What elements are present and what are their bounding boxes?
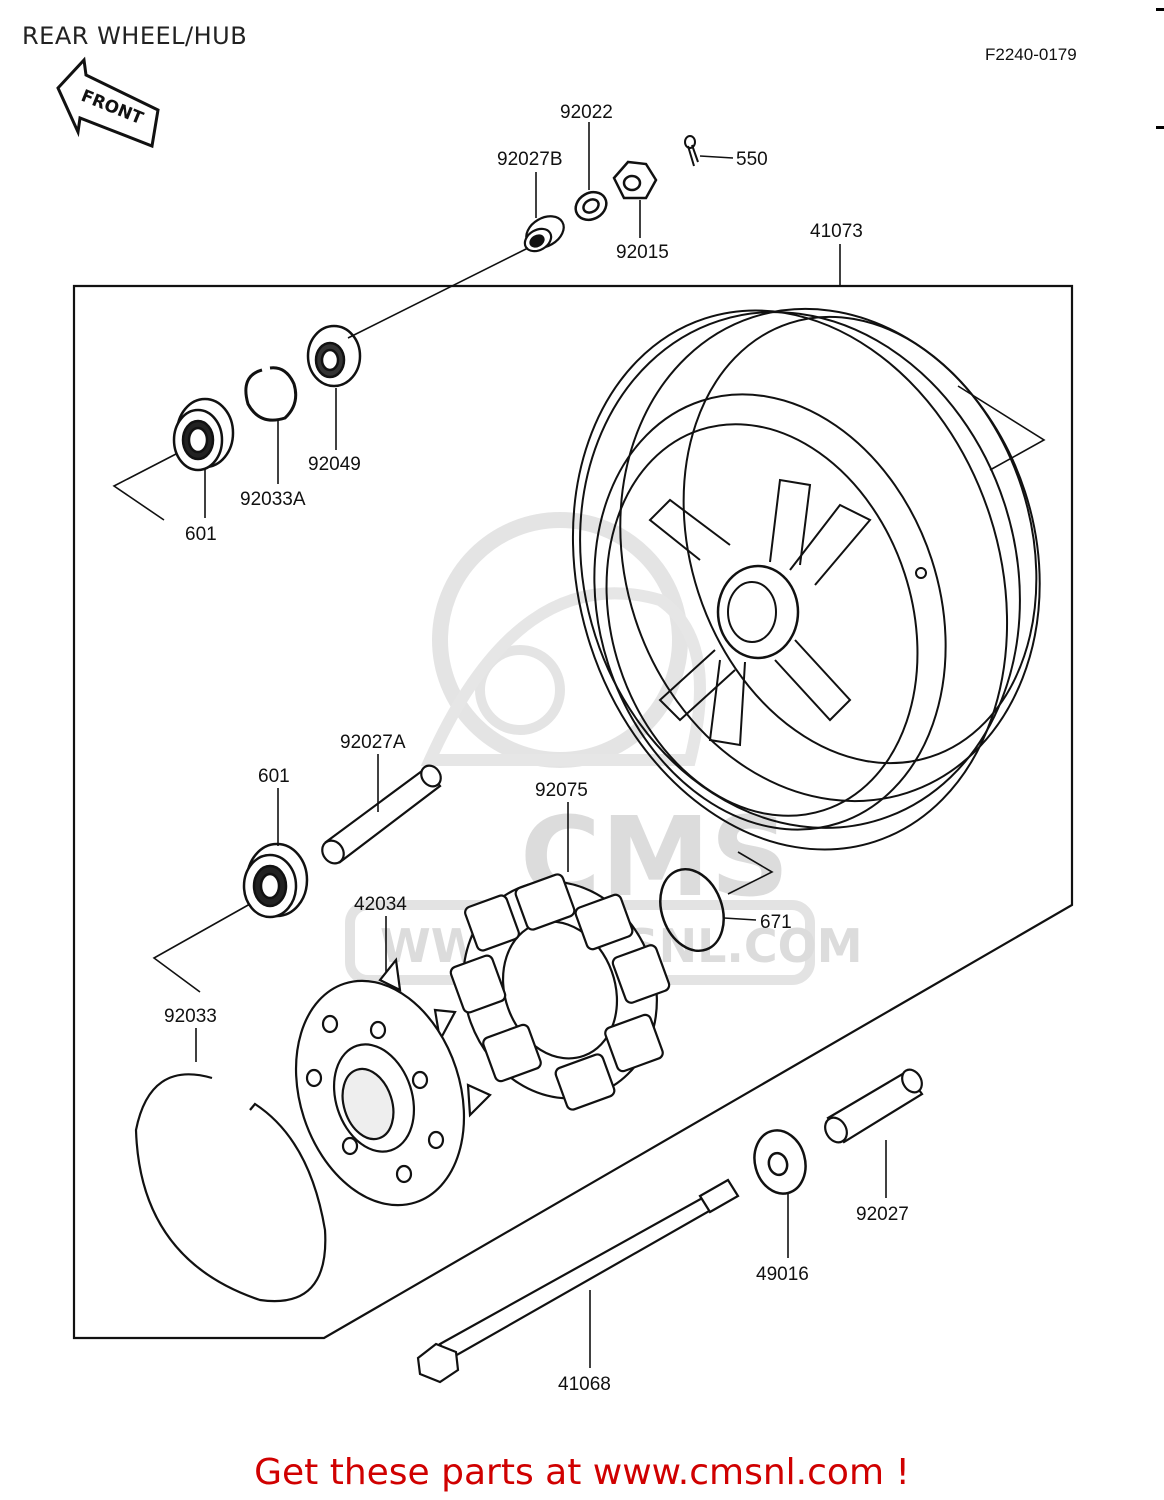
label-601-top: 601	[185, 524, 217, 545]
label-41073: 41073	[810, 221, 863, 242]
figure-code: F2240-0179	[985, 45, 1077, 64]
page-title: REAR WHEEL/HUB	[22, 22, 248, 50]
part-671-o-ring	[659, 867, 725, 953]
part-92015-nut	[612, 160, 658, 200]
edge-mark-bottom	[1156, 126, 1164, 129]
edge-mark-top	[1156, 8, 1164, 11]
part-92075-damper	[449, 873, 671, 1111]
label-92027: 92027	[856, 1204, 909, 1225]
exploded-diagram: CMS WWW.CMSNL.COM FRONT	[56, 56, 1074, 1395]
part-labels: 92022 92027B 550 92015 41073 92049 92033…	[164, 102, 909, 1395]
wheel-assembly-frame	[72, 284, 1074, 1340]
part-41068-axle	[416, 1178, 740, 1384]
part-92033-circlip	[134, 1073, 327, 1303]
label-41068: 41068	[558, 1374, 611, 1395]
leader-lines	[112, 122, 1046, 1368]
part-601-bearing-top	[172, 397, 235, 472]
label-92027a: 92027A	[340, 732, 406, 753]
part-41073-wheel	[571, 307, 1041, 851]
part-550-cotter-pin	[684, 135, 699, 167]
part-601-bearing-bottom	[242, 842, 309, 919]
label-92033: 92033	[164, 1006, 217, 1027]
label-601-bottom: 601	[258, 766, 290, 787]
label-550: 550	[736, 149, 768, 170]
label-42034: 42034	[354, 894, 407, 915]
label-671: 671	[760, 912, 792, 933]
label-92027b: 92027B	[497, 149, 563, 170]
part-92027a-sleeve	[321, 764, 442, 865]
front-arrow-icon: FRONT	[56, 56, 160, 149]
label-92015: 92015	[616, 242, 669, 263]
part-42034-coupling	[294, 957, 492, 1207]
label-92022: 92022	[560, 102, 613, 123]
part-92027-sleeve	[824, 1068, 924, 1144]
cta-link[interactable]: Get these parts at www.cmsnl.com !	[254, 1452, 910, 1493]
part-92033a-circlip	[244, 366, 298, 422]
label-92049: 92049	[308, 454, 361, 475]
label-92075: 92075	[535, 780, 588, 801]
cta-banner: Get these parts at www.cmsnl.com !	[0, 1452, 1164, 1493]
label-49016: 49016	[756, 1264, 809, 1285]
part-92027b-collar	[523, 215, 565, 253]
part-92049-seal	[306, 324, 362, 388]
part-92022-washer	[574, 190, 608, 222]
label-92033a: 92033A	[240, 489, 306, 510]
part-49016-washer	[753, 1129, 807, 1195]
